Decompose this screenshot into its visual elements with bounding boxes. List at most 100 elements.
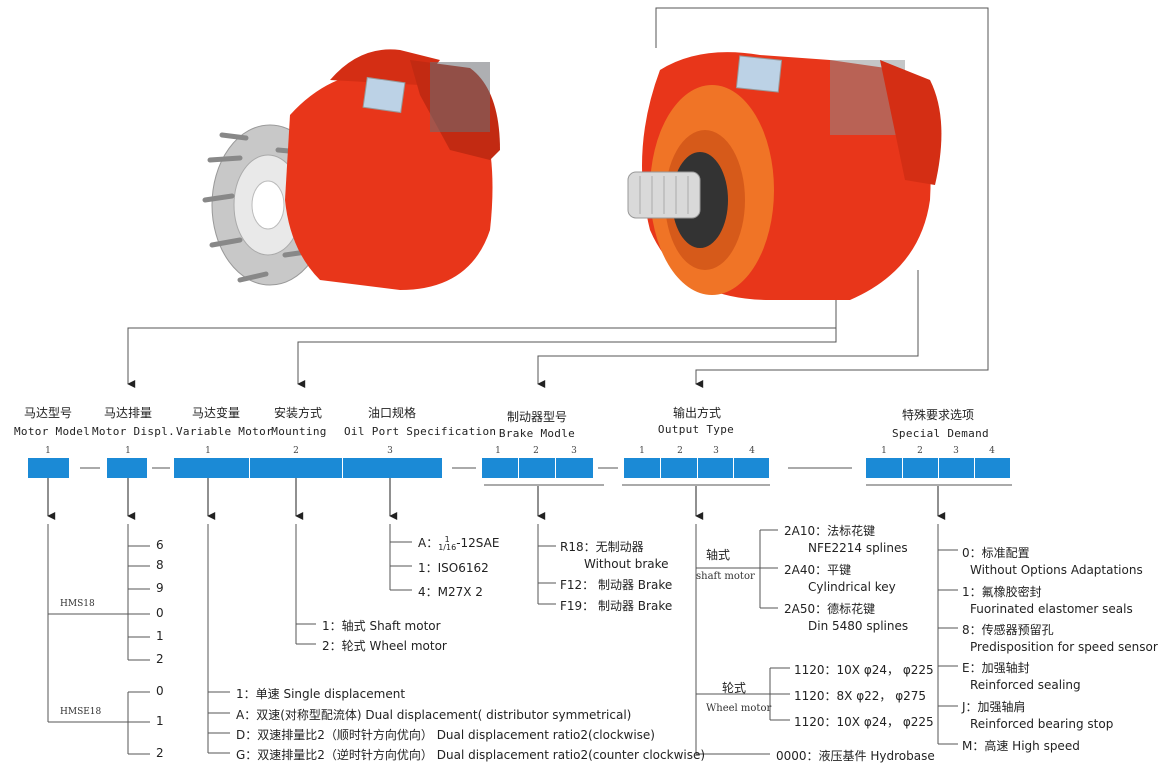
pos-num: 4 — [749, 446, 755, 456]
code-box-brake-1 — [482, 458, 519, 478]
special-option: E：加强轴封 — [962, 661, 1030, 675]
brake-option-f12: F12： 制动器 Brake — [560, 578, 673, 592]
output-shaft-item: 2A10：法标花键 — [784, 524, 876, 538]
pos-num: 1 — [639, 446, 645, 456]
variable-option: 1：单速 Single displacement — [236, 687, 406, 701]
variable-option: A：双速(对称型配流体) Dual displacement( distribu… — [236, 708, 632, 722]
header-special-en: Special Demand — [892, 427, 989, 440]
variable-option: G：双速排量比2（逆时针方向优向） Dual displacement rati… — [236, 748, 706, 762]
output-shaft-item-en: Din 5480 splines — [808, 619, 909, 633]
special-option: M：高速 High speed — [962, 739, 1080, 753]
output-wheel-en: Wheel motor — [706, 703, 772, 714]
special-option-en: Reinforced bearing stop — [970, 717, 1114, 731]
brake-option-f19: F19： 制动器 Brake — [560, 599, 673, 613]
pos-num: 2 — [293, 446, 299, 456]
special-option-en: Reinforced sealing — [970, 678, 1081, 692]
displ-option: 0 — [156, 606, 164, 620]
output-shaft-item: 2A40：平键 — [784, 563, 852, 577]
header-oil-port-cn: 油口规格 — [367, 406, 416, 420]
header-motor-model-en: Motor Model — [14, 425, 91, 438]
mounting-option: 2：轮式 Wheel motor — [322, 639, 447, 653]
oil-port-a-part: 1/16 — [438, 542, 457, 552]
pos-num: 1 — [125, 446, 131, 456]
code-box-output-1 — [624, 458, 661, 478]
oil-port-option-1: 1：ISO6162 — [418, 561, 489, 575]
code-box-motor-displ — [107, 458, 148, 478]
header-mounting-cn: 安装方式 — [273, 406, 322, 420]
code-box-special-2 — [903, 458, 939, 478]
output-shaft-cn: 轴式 — [706, 548, 731, 562]
special-option-en: Without Options Adaptations — [970, 563, 1143, 577]
pos-num: 2 — [917, 446, 923, 456]
displ-option: 1 — [156, 629, 164, 643]
special-option-en: Fuorinated elastomer seals — [970, 602, 1133, 616]
pos-num: 2 — [677, 446, 683, 456]
header-output-cn: 输出方式 — [672, 406, 721, 420]
brake-option-r18: R18：无制动器 — [560, 540, 644, 554]
code-box-mounting — [250, 458, 343, 478]
header-variable-motor-cn: 马达变量 — [191, 406, 240, 420]
header-oil-port-en: Oil Port Specification — [344, 425, 497, 438]
oil-port-option-4: 4：M27X 2 — [418, 585, 483, 599]
special-option-en: Predisposition for speed sensor — [970, 640, 1158, 654]
header-motor-displ-en: Motor Displ. — [92, 425, 176, 438]
output-wheel-cn: 轮式 — [722, 681, 747, 695]
code-box-brake-2 — [519, 458, 556, 478]
pos-num: 1 — [205, 446, 211, 456]
code-box-output-3 — [698, 458, 734, 478]
brake-option-r18-en: Without brake — [584, 557, 669, 571]
pos-num: 4 — [989, 446, 995, 456]
header-special-cn: 特殊要求选项 — [901, 408, 974, 422]
pos-num: 1 — [45, 446, 51, 456]
displ-option: 2 — [156, 652, 164, 666]
mounting-option: 1：轴式 Shaft motor — [322, 619, 441, 633]
displ-option: 6 — [156, 538, 164, 552]
special-option: 1：氟橡胶密封 — [962, 585, 1042, 599]
header-output-en: Output Type — [657, 423, 735, 436]
pos-num: 2 — [533, 446, 539, 456]
output-shaft-item-en: Cylindrical key — [808, 580, 896, 594]
header-brake-cn: 制动器型号 — [506, 410, 567, 424]
oil-port-a-suffix: -12SAE — [456, 536, 500, 550]
output-wheel-item: 1120：10X φ24， φ225 — [794, 663, 934, 677]
code-box-special-4 — [975, 458, 1011, 478]
displ-option: 1 — [156, 714, 164, 728]
pos-num: 3 — [571, 446, 577, 456]
header-variable-motor-en: Variable Motor — [176, 425, 273, 438]
displ-option: 8 — [156, 558, 164, 572]
code-box-motor-model — [28, 458, 70, 478]
code-box-special-3 — [939, 458, 975, 478]
header-brake-en: Brake Modle — [498, 427, 576, 440]
oil-port-a-prefix: A： — [418, 536, 439, 550]
variable-option: D：双速排量比2（顺时针方向优向） Dual displacement rati… — [236, 728, 655, 742]
pos-num: 3 — [387, 446, 393, 456]
code-box-output-4 — [734, 458, 770, 478]
code-box-output-2 — [661, 458, 698, 478]
wheel-motor-image — [202, 49, 500, 290]
header-mounting-en: Mounting — [271, 425, 327, 438]
code-box-special-1 — [866, 458, 903, 478]
output-shaft-item: 2A50：德标花键 — [784, 602, 876, 616]
header-motor-displ-cn: 马达排量 — [103, 406, 152, 420]
model-hms18: HMS18 — [60, 599, 95, 609]
displ-option: 0 — [156, 684, 164, 698]
pos-num: 1 — [495, 446, 501, 456]
output-wheel-item: 1120：8X φ22， φ275 — [794, 689, 927, 703]
displ-option: 9 — [156, 581, 164, 595]
output-hydrobase: 0000：液压基件 Hydrobase — [776, 749, 935, 763]
output-shaft-item-en: NFE2214 splines — [808, 541, 908, 555]
output-wheel-item: 1120：10X φ24， φ225 — [794, 715, 934, 729]
pos-num: 1 — [881, 446, 887, 456]
special-option: 8：传感器预留孔 — [962, 623, 1054, 637]
model-hmse18: HMSE18 — [60, 707, 102, 717]
code-box-brake-3 — [556, 458, 594, 478]
code-box-oil-port — [343, 458, 443, 478]
pos-num: 3 — [713, 446, 719, 456]
shaft-motor-image — [627, 52, 942, 301]
code-box-variable — [174, 458, 250, 478]
header-motor-model-cn: 马达型号 — [23, 406, 72, 420]
special-option: J：加强轴肩 — [962, 700, 1026, 714]
